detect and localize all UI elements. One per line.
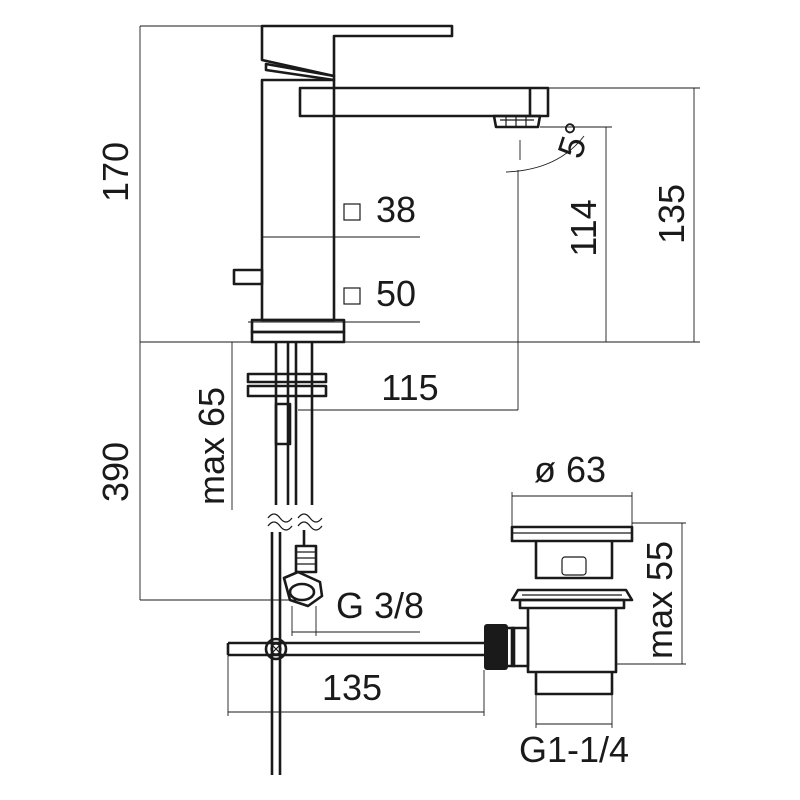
dim-base-square: 50 [376,273,416,314]
faucet-body [232,24,454,344]
dim-spout-reach: 115 [381,367,438,408]
dim-hose-length: 390 [95,442,136,502]
dim-pull-rod-length: 135 [322,667,382,708]
dim-spout-outlet-height: 114 [563,199,604,256]
dim-body-square: 38 [376,189,416,230]
dim-height-total: 170 [95,142,136,202]
square-symbol-38 [343,203,361,221]
pull-rod [226,532,484,775]
dim-max-thickness: max 65 [191,387,232,505]
dim-spout-top-height: 135 [651,184,692,244]
square-symbol-50 [343,287,361,305]
dim-waste-diameter: ø 63 [534,449,606,490]
waste-drain [484,525,634,696]
flexible-hose [282,530,324,608]
dim-hose-connection: G 3/8 [336,585,424,626]
dim-waste-height: max 55 [639,541,680,659]
mounting-shank [246,342,328,531]
faucet-spout [298,86,550,129]
dim-waste-thread: G1-1/4 [519,729,629,770]
dim-spout-angle: 5° [549,117,599,162]
dimension-lines [139,25,700,728]
